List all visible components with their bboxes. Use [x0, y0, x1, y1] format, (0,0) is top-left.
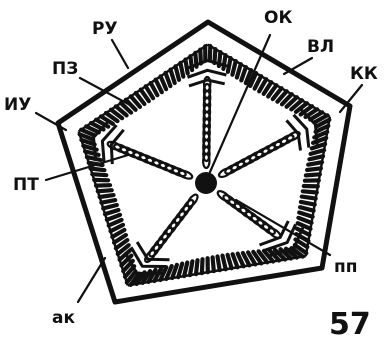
label-pz: ПЗ [52, 59, 78, 79]
label-vl: ВЛ [307, 37, 334, 57]
label-pt: ПТ [13, 175, 39, 195]
label-iu: ИУ [4, 95, 31, 115]
central-nucleus [195, 172, 217, 194]
leader-ru [112, 40, 128, 68]
label-ak: ак [52, 308, 75, 328]
label-kk: КК [350, 64, 378, 84]
leader-pp [236, 200, 330, 255]
leader-ak [78, 258, 105, 302]
leader-vl [284, 58, 312, 74]
figure-number: 57 [329, 307, 371, 340]
label-ok: ОК [264, 8, 292, 28]
label-ru: РУ [92, 19, 118, 39]
label-pp: пп [334, 257, 358, 277]
